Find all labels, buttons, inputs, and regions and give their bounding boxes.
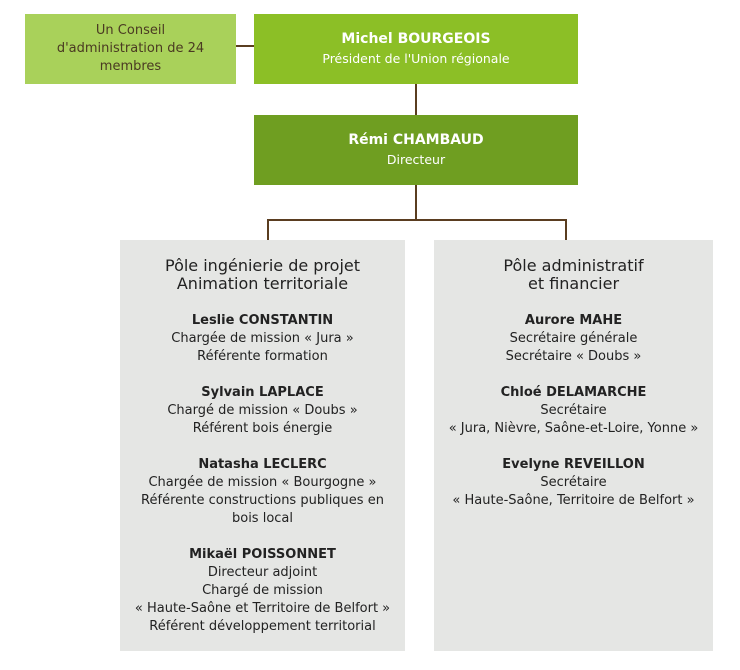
person-name: Mikaël POISSONNET: [189, 547, 336, 562]
director-box: Rémi CHAMBAUD Directeur: [254, 115, 578, 185]
president-name: Michel BOURGEOIS: [341, 31, 491, 47]
person-card: Chloé DELAMARCHE Secrétaire « Jura, Nièv…: [434, 384, 713, 438]
person-name: Evelyne REVEILLON: [502, 457, 645, 472]
person-role: « Haute-Saône et Territoire de Belfort »: [134, 601, 391, 616]
person-role: Chargé de mission: [202, 583, 323, 598]
pole-title-line-1: Pôle ingénierie de projet: [164, 256, 361, 275]
person-role: Chargée de mission « Jura »: [171, 331, 354, 346]
person-role: Référente constructions publiques en: [141, 493, 384, 508]
pole-title: Pôle ingénierie de projet Animation terr…: [120, 257, 405, 293]
person-role: Référent bois énergie: [192, 421, 333, 436]
council-box: Un Conseil d'administration de 24 membre…: [25, 14, 236, 84]
pole-title-line-1: Pôle administratif: [503, 256, 644, 275]
person-card: Aurore MAHE Secrétaire générale Secrétai…: [434, 312, 713, 366]
person-card: Leslie CONSTANTIN Chargée de mission « J…: [120, 312, 405, 366]
person-role: « Jura, Nièvre, Saône-et-Loire, Yonne »: [448, 421, 699, 436]
person-card: Sylvain LAPLACE Chargé de mission « Doub…: [120, 384, 405, 438]
person-role: Référent développement territorial: [149, 619, 376, 634]
person-card: Mikaël POISSONNET Directeur adjoint Char…: [120, 546, 405, 636]
pole-administratif: Pôle administratif et financier Aurore M…: [434, 240, 713, 651]
person-role: Secrétaire: [540, 475, 607, 490]
president-director-connector: [415, 84, 417, 115]
person-role: Directeur adjoint: [207, 565, 318, 580]
person-name: Aurore MAHE: [524, 313, 623, 328]
person-card: Natasha LECLERC Chargée de mission « Bou…: [120, 456, 405, 528]
right-pole-connector: [565, 219, 567, 240]
person-card: Evelyne REVEILLON Secrétaire « Haute-Saô…: [434, 456, 713, 510]
person-role: Secrétaire « Doubs »: [505, 349, 642, 364]
pole-title-line-2: Animation territoriale: [176, 274, 349, 293]
director-title: Directeur: [386, 152, 446, 167]
person-name: Chloé DELAMARCHE: [500, 385, 647, 400]
council-line-3: membres: [99, 59, 162, 74]
council-line-1: Un Conseil: [95, 23, 166, 38]
director-name: Rémi CHAMBAUD: [348, 132, 484, 148]
president-box: Michel BOURGEOIS Président de l'Union ré…: [254, 14, 578, 84]
council-line-2: d'administration de 24: [56, 41, 205, 56]
council-connector: [236, 45, 254, 47]
person-name: Sylvain LAPLACE: [201, 385, 324, 400]
person-role: Secrétaire: [540, 403, 607, 418]
left-pole-connector: [267, 219, 269, 240]
person-role: Référente formation: [197, 349, 328, 364]
person-role: Chargé de mission « Doubs »: [167, 403, 358, 418]
person-name: Leslie CONSTANTIN: [191, 313, 334, 328]
person-role: Chargée de mission « Bourgogne »: [148, 475, 377, 490]
person-role: Secrétaire générale: [509, 331, 638, 346]
pole-ingenierie: Pôle ingénierie de projet Animation terr…: [120, 240, 405, 651]
person-name: Natasha LECLERC: [198, 457, 327, 472]
poles-horizontal-connector: [267, 219, 567, 221]
director-poles-connector: [415, 185, 417, 221]
pole-title: Pôle administratif et financier: [434, 257, 713, 293]
person-role: bois local: [231, 511, 293, 526]
person-role: « Haute-Saône, Territoire de Belfort »: [452, 493, 695, 508]
president-title: Président de l'Union régionale: [322, 51, 510, 66]
pole-title-line-2: et financier: [527, 274, 620, 293]
